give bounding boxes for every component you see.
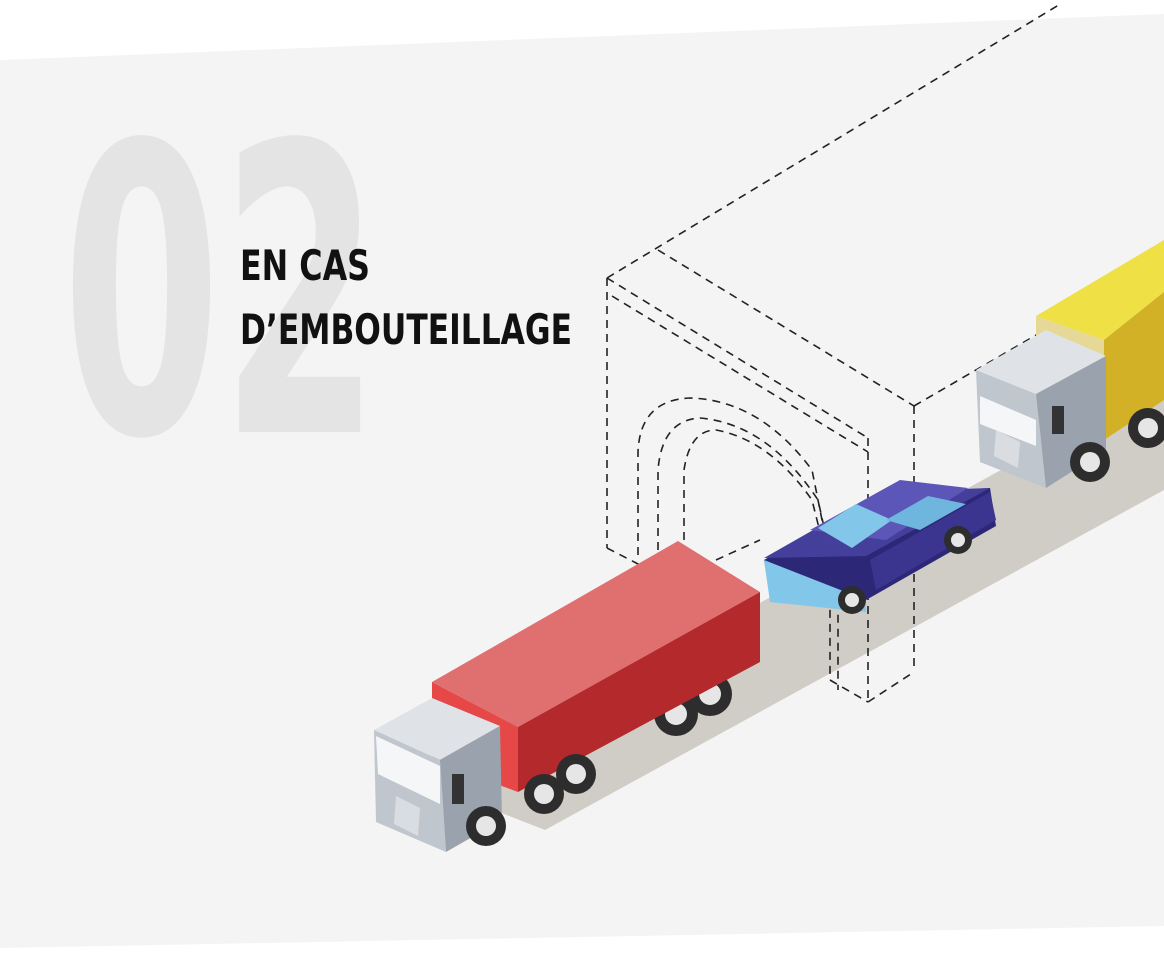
- section-number: 02: [62, 62, 380, 527]
- car-icon: [764, 480, 996, 614]
- car-wheels: [838, 526, 972, 614]
- red-truck: [374, 541, 760, 852]
- yellow-truck-wheels: [1070, 408, 1164, 482]
- yellow-truck: [976, 240, 1164, 488]
- tunnel-outline-icon: [606, 2, 1063, 703]
- truck-icon: [976, 240, 1164, 488]
- section-title-line1: EN CAS: [240, 241, 370, 290]
- section-title-line2: D’EMBOUTEILLAGE: [240, 305, 572, 354]
- red-truck-front-wheels: [466, 754, 596, 846]
- background-panel: [0, 14, 1164, 948]
- truck-icon: [374, 541, 760, 852]
